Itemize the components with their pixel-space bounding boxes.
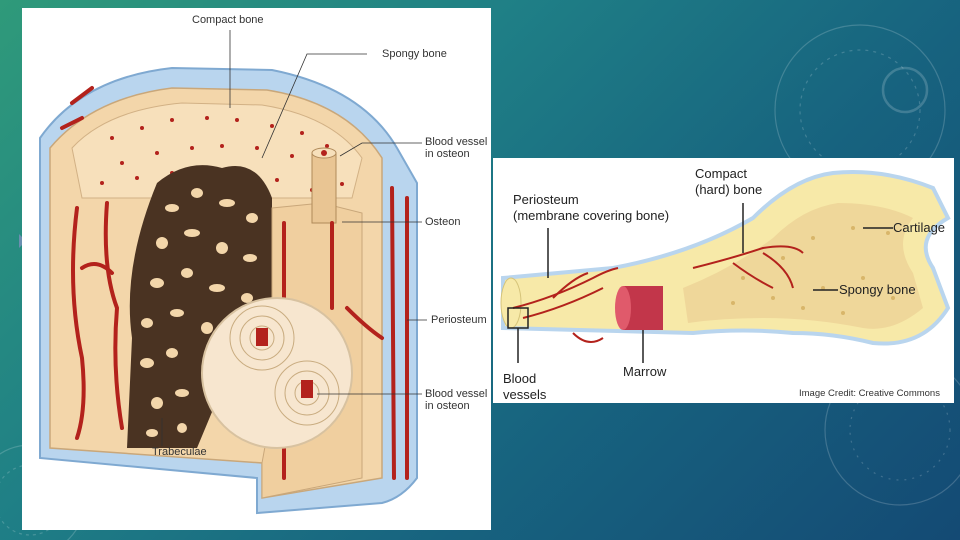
label-osteon: Osteon: [425, 216, 460, 228]
label-compact-hard-bone: Compact (hard) bone: [695, 166, 762, 198]
label-blood-vessel-osteon-top: Blood vessel in osteon: [425, 136, 487, 160]
long-bone-diagram: Periosteum (membrane covering bone) Comp…: [493, 158, 954, 403]
bone-cross-section-diagram: Compact bone Spongy bone Blood vessel in…: [22, 8, 491, 530]
label-marrow: Marrow: [623, 364, 666, 380]
label-spongy-bone: Spongy bone: [382, 48, 447, 60]
label-blood-vessel-osteon-bottom: Blood vessel in osteon: [425, 388, 487, 412]
label-spongy-bone-right: Spongy bone: [839, 282, 916, 298]
label-blood-vessels: Blood vessels: [503, 371, 546, 403]
label-periosteum: Periosteum: [431, 314, 487, 326]
bone-section-illustration: [22, 8, 491, 530]
label-cartilage: Cartilage: [893, 220, 945, 236]
label-trabeculae: Trabeculae: [152, 446, 207, 458]
label-compact-bone: Compact bone: [192, 14, 264, 26]
image-credit: Image Credit: Creative Commons: [799, 388, 940, 399]
label-periosteum-membrane: Periosteum (membrane covering bone): [513, 192, 669, 224]
